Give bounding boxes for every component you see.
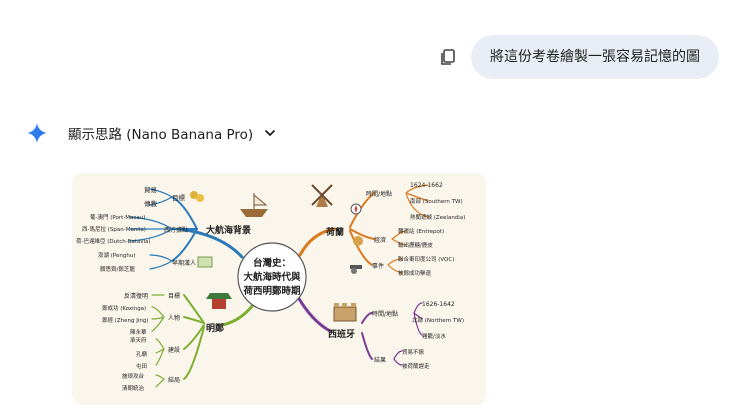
- age-early-item-1: 澎湖 (Penghu): [98, 251, 136, 259]
- temple-icon: [206, 293, 232, 309]
- age-west-item-1: 葡-澳門 (Port-Macau): [90, 213, 145, 221]
- show-thinking-toggle[interactable]: 顯示思路 (Nano Banana Pro): [26, 120, 277, 146]
- branch-dutch: [298, 184, 429, 274]
- age-early-label: 早期漢人: [172, 259, 196, 267]
- dutch-events-item-1: 聯合東印度公司 (VOC): [398, 255, 454, 263]
- copy-icon[interactable]: [438, 47, 458, 67]
- user-message-text: 將這份考卷繪製一張容易記憶的圖: [490, 49, 700, 65]
- spain-time-item-2: 北部 (Northern TW): [412, 316, 464, 324]
- money-bag-icon: [353, 236, 363, 246]
- age-west-label: 西方據點: [164, 226, 188, 234]
- spain-label: 西班牙: [328, 328, 355, 340]
- mindmap-image[interactable]: 台灣史： 大航海時代與 荷西明鄭時期 大航海背景 目標 貿易 傳教: [72, 173, 486, 405]
- ming-people-item-1: 鄭成功 (Koxinga): [102, 304, 146, 312]
- ming-build-item-2: 孔廟: [136, 350, 148, 358]
- dutch-events-label: 事件: [372, 262, 384, 270]
- ming-build-item-3: 屯田: [136, 362, 147, 370]
- branch-ming-zheng: [151, 294, 258, 388]
- cannon-icon: [350, 265, 362, 274]
- spain-time-item-3: 雞籠/淡水: [422, 332, 446, 340]
- dutch-events-item-2: 被鄭成功擊退: [398, 269, 432, 277]
- gold-coins-icon: [190, 191, 204, 202]
- spain-result-item-2: 被荷蘭趕走: [402, 362, 430, 370]
- spain-result-item-1: 貿易不振: [402, 348, 425, 356]
- map-scroll-icon: [197, 256, 213, 268]
- sailing-ship-icon: [240, 193, 268, 217]
- chevron-down-icon: [265, 129, 276, 137]
- ming-ending-item-2: 清朝統治: [122, 384, 145, 392]
- dutch-time-item-2: 南部 (Southern TW): [410, 197, 463, 205]
- ming-goal-label: 目標: [168, 292, 180, 300]
- spain-result-label: 結果: [374, 356, 386, 364]
- branch-spain: [296, 295, 423, 366]
- mindmap-svg: 台灣史： 大航海時代與 荷西明鄭時期 大航海背景 目標 貿易 傳教: [76, 182, 465, 392]
- user-message-bubble: 將這份考卷繪製一張容易記憶的圖: [471, 35, 719, 79]
- center-line1: 台灣史：: [253, 257, 291, 269]
- ming-people-item-3: 陳永華: [130, 328, 147, 336]
- ming-people-label: 人物: [168, 314, 180, 322]
- ming-zheng-label: 明鄭: [206, 322, 224, 334]
- age-goal-item-2: 傳教: [144, 199, 158, 208]
- ming-ending-item-1: 施琅攻台: [122, 372, 145, 380]
- castle-icon: [333, 303, 357, 322]
- dutch-economy-item-1: 轉運站 (Entrepot): [398, 227, 444, 235]
- user-message-row: 將這份考卷繪製一張容易記憶的圖: [0, 0, 740, 110]
- age-goal-label: 目標: [172, 193, 186, 202]
- dutch-time-label: 時間/地點: [366, 190, 392, 198]
- ming-build-item-1: 承天府: [130, 336, 147, 344]
- spain-time-item-1: 1626-1642: [422, 301, 455, 308]
- center-line3: 荷西明鄭時期: [242, 285, 300, 297]
- dutch-time-item-3: 熱蘭遮城 (Zeelandia): [410, 213, 465, 221]
- dutch-economy-item-2: 輸出鹿糖/鹿皮: [398, 241, 433, 249]
- age-west-item-3: 荷-巴達維亞 (Dutch-Batavia): [76, 237, 151, 245]
- dutch-economy-label: 經濟: [374, 236, 386, 244]
- spain-time-label: 時間/地點: [372, 310, 398, 318]
- ming-ending-label: 結局: [168, 376, 180, 384]
- branch-age-of-exploration: [129, 188, 244, 270]
- gemini-spark-icon: [26, 122, 48, 144]
- windmill-icon: [311, 184, 333, 207]
- age-exploration-label: 大航海背景: [206, 224, 251, 236]
- age-goal-item-1: 貿易: [144, 185, 157, 194]
- compass-icon: [350, 203, 362, 215]
- age-west-item-2: 西-馬尼拉 (Span-Manila): [82, 225, 146, 233]
- ming-goal-item-1: 反清復明: [124, 292, 148, 300]
- dutch-time-item-1: 1624-1662: [410, 182, 443, 189]
- ming-people-item-2: 鄭經 (Zheng Jing): [102, 316, 149, 324]
- dutch-label: 荷蘭: [325, 226, 344, 238]
- ming-build-label: 建設: [168, 346, 180, 354]
- thinking-label: 顯示思路 (Nano Banana Pro): [68, 127, 254, 143]
- center-node: [237, 242, 307, 312]
- age-early-item-2: 顏思齊/鄭芝龍: [100, 265, 135, 273]
- center-line2: 大航海時代與: [243, 271, 301, 283]
